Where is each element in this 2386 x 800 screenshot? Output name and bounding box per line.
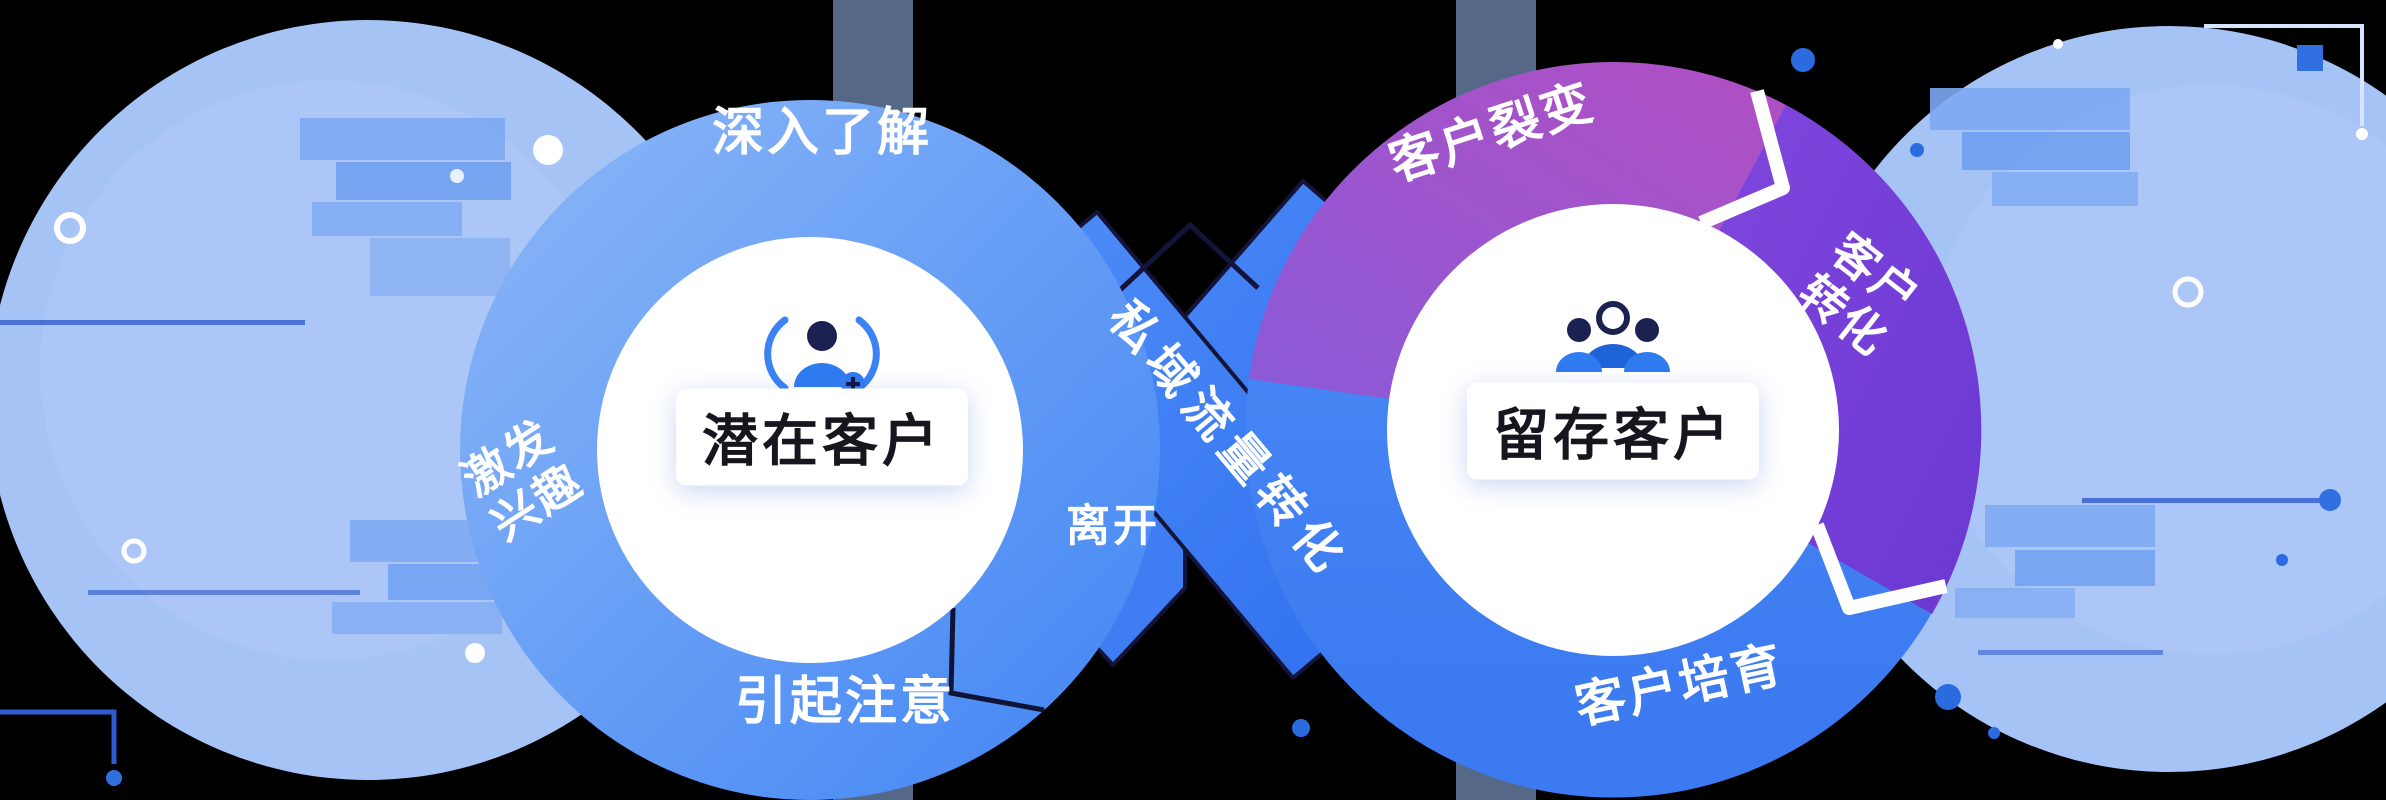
- left-ring-band: [460, 100, 1160, 800]
- crossing-chevron-icon: [1118, 221, 1260, 292]
- right-ring-separator-chevron-icon: [1810, 522, 1948, 615]
- right-ring-segment-fission: [1249, 62, 1786, 400]
- user-search-icon: [747, 292, 897, 416]
- left-ring-center-label: 潜在客户: [676, 388, 968, 486]
- left-ring-arrow-notch-icon: [948, 607, 1045, 713]
- right-ring-separator-chevron-icon: [1698, 89, 1790, 230]
- users-group-icon: [1538, 292, 1688, 396]
- left-ring-segment-bottom-label: 引起注意: [734, 672, 956, 733]
- right-ring-segment-conversion: [1719, 105, 1982, 614]
- left-ring-segment-top-label: 深入了解: [711, 103, 933, 164]
- right-ring-center-label: 留存客户: [1467, 382, 1759, 480]
- connector-exit-label: 离开: [1066, 500, 1160, 552]
- decorative-dots-lines: [0, 24, 2368, 786]
